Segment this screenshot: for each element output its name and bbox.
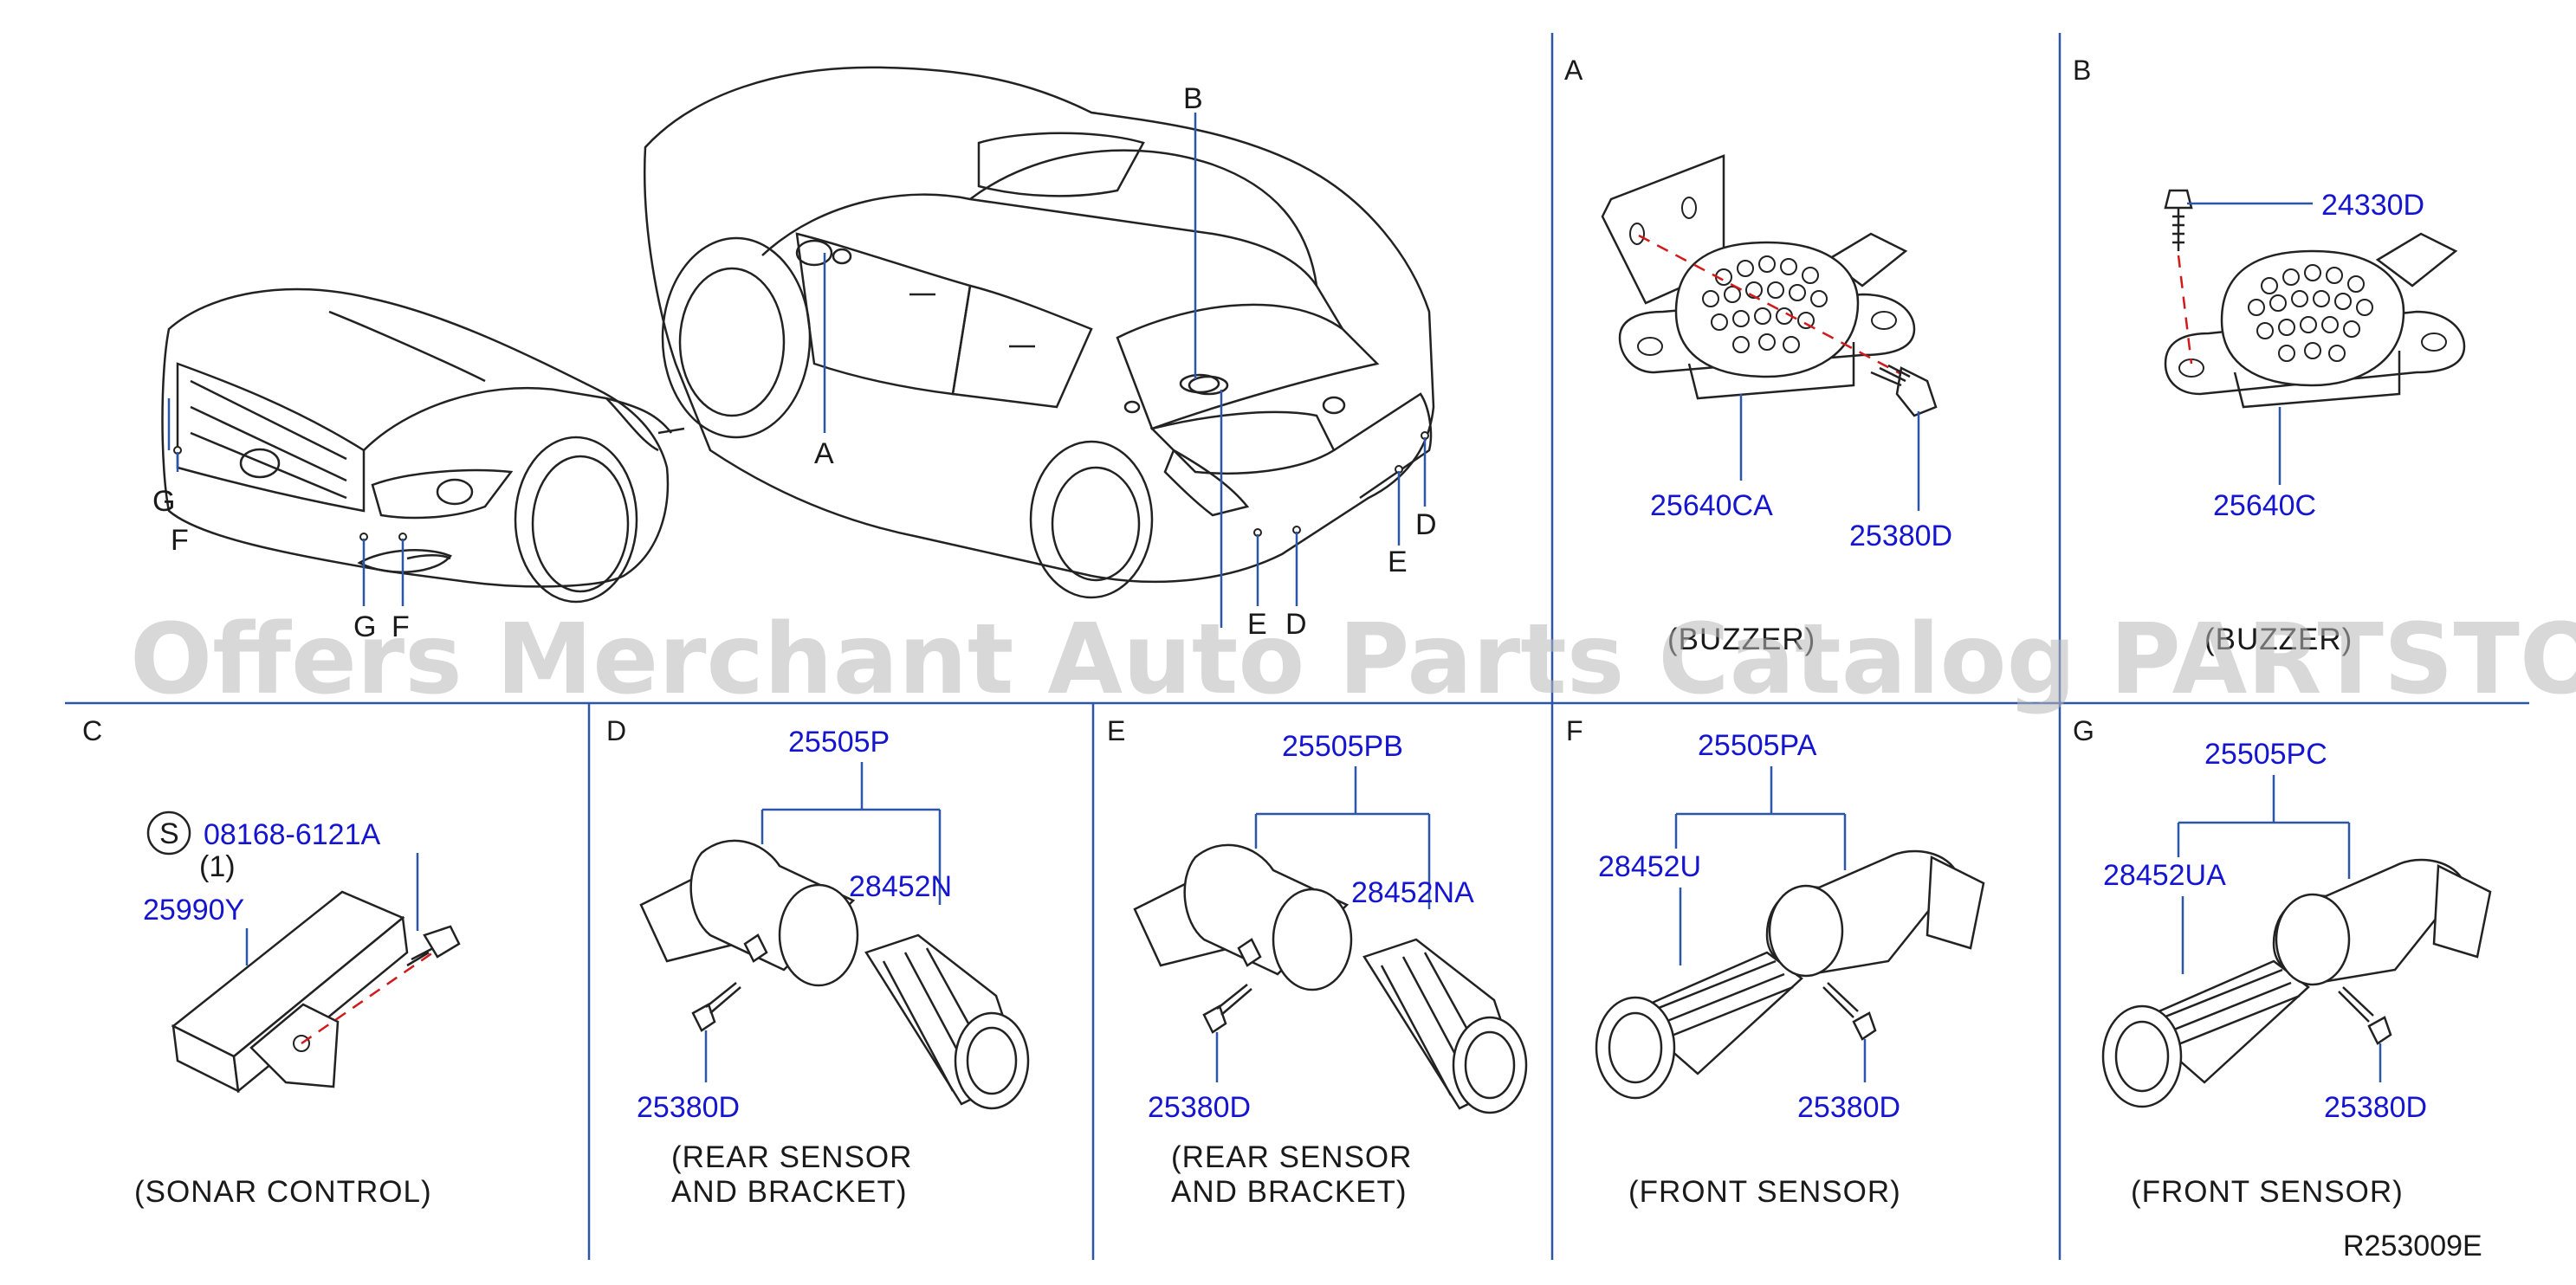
section-b-caption: (BUZZER) — [2204, 623, 2353, 656]
screw-drawing-e — [1202, 984, 1252, 1034]
section-g: G 25505PC 28452UA 25380D (FRONT SENSOR) — [2073, 715, 2492, 1209]
section-d: D 25505P 28452N 25380D (REAR SENSOR AND … — [606, 715, 1030, 1209]
section-a: A — [1564, 55, 1952, 656]
callout-e-bottom: E — [1247, 608, 1267, 641]
section-d-caption-line1: (REAR SENSOR — [671, 1140, 912, 1174]
callout-d-right: D — [1415, 508, 1437, 541]
part-number-25380d-e[interactable]: 25380D — [1148, 1091, 1251, 1124]
part-number-28452n[interactable]: 28452N — [849, 870, 952, 903]
section-c-letter: C — [82, 715, 102, 746]
callout-g-left: G — [152, 485, 175, 518]
section-f-caption: (FRONT SENSOR) — [1628, 1175, 1901, 1209]
section-g-caption: (FRONT SENSOR) — [2131, 1175, 2404, 1209]
callout-g-bottom: G — [353, 610, 376, 643]
section-d-letter: D — [606, 715, 626, 746]
callout-f-left: F — [171, 524, 189, 557]
screw-drawing-f — [1822, 982, 1877, 1041]
rear-sensor-drawing — [639, 839, 859, 987]
section-e-caption-line1: (REAR SENSOR — [1171, 1140, 1412, 1174]
part-number-25380d-g[interactable]: 25380D — [2324, 1091, 2427, 1124]
callout-e-right: E — [1388, 546, 1408, 578]
front-car-illustration — [161, 287, 685, 604]
callout-a: A — [814, 437, 834, 470]
section-b-letter: B — [2073, 55, 2091, 86]
part-number-28452na[interactable]: 28452NA — [1351, 876, 1474, 909]
diagram-code: R253009E — [2343, 1230, 2482, 1262]
part-number-25640c[interactable]: 25640C — [2213, 489, 2316, 522]
assembly-number-25505pb[interactable]: 25505PB — [1282, 730, 1403, 763]
part-number-24330d[interactable]: 24330D — [2321, 189, 2424, 222]
s-symbol: S — [159, 817, 179, 850]
rear-bracket-drawing-e — [1362, 938, 1528, 1114]
section-a-letter: A — [1564, 55, 1583, 86]
section-f-letter: F — [1566, 715, 1583, 746]
part-number-28452ua[interactable]: 28452UA — [2103, 859, 2226, 892]
section-d-caption-line2: AND BRACKET) — [671, 1175, 908, 1209]
section-e: E 25505PB 28452NA 25380D (REAR SENSOR AN… — [1107, 715, 1528, 1209]
part-number-08168-6121a[interactable]: 08168-6121A — [204, 818, 381, 851]
part-number-25990y[interactable]: 25990Y — [143, 894, 244, 927]
front-sensor-drawing — [1765, 849, 1985, 978]
buzzer-drawing — [2164, 189, 2466, 409]
section-e-letter: E — [1107, 715, 1125, 746]
speaker-holes-b — [2248, 264, 2373, 362]
buzzer-bracket-drawing — [1601, 154, 1938, 417]
section-b: B 24330D — [2073, 55, 2466, 656]
quantity-label: (1) — [199, 850, 236, 883]
part-number-25380d-f[interactable]: 25380D — [1797, 1091, 1900, 1124]
part-number-25380d-d[interactable]: 25380D — [637, 1091, 740, 1124]
part-number-28452u[interactable]: 28452U — [1598, 850, 1701, 883]
screw-drawing-g — [2338, 986, 2392, 1045]
assembly-number-25505pc[interactable]: 25505PC — [2204, 738, 2327, 771]
callout-b: B — [1183, 82, 1203, 115]
s-symbol-circle — [146, 810, 191, 856]
section-g-letter: G — [2073, 715, 2094, 746]
front-sensor-drawing-g — [2272, 858, 2492, 986]
callout-f-bottom: F — [392, 610, 410, 643]
callout-d-bottom: D — [1285, 608, 1307, 641]
front-bracket-drawing-g — [2101, 959, 2310, 1108]
sonar-control-drawing — [171, 890, 461, 1094]
screw-drawing-d — [691, 982, 741, 1032]
assembly-number-25505pa[interactable]: 25505PA — [1698, 729, 1817, 762]
assembly-number-25505p[interactable]: 25505P — [788, 726, 890, 759]
rear-car-illustration — [643, 66, 1435, 599]
section-c: C S 08168-6121A (1) 25990Y (SONAR CONTRO… — [82, 715, 461, 1209]
grid-lines — [65, 33, 2529, 1260]
rear-sensor-drawing-e — [1133, 843, 1353, 991]
section-c-caption: (SONAR CONTROL) — [134, 1175, 432, 1209]
rear-bracket-drawing — [864, 933, 1030, 1110]
part-number-25380d-a[interactable]: 25380D — [1849, 520, 1952, 552]
section-a-caption: (BUZZER) — [1667, 623, 1815, 656]
speaker-holes — [1702, 255, 1828, 353]
front-bracket-drawing — [1595, 951, 1803, 1100]
overview-leader-lines — [167, 113, 1427, 628]
part-number-25640ca[interactable]: 25640CA — [1650, 489, 1773, 522]
section-e-caption-line2: AND BRACKET) — [1171, 1175, 1408, 1209]
watermark: Offers Merchant Auto Parts Catalog PARTS… — [130, 604, 2576, 716]
section-f: F 25505PA 28452U 25380D (FRONT SENSOR) — [1566, 715, 1985, 1209]
